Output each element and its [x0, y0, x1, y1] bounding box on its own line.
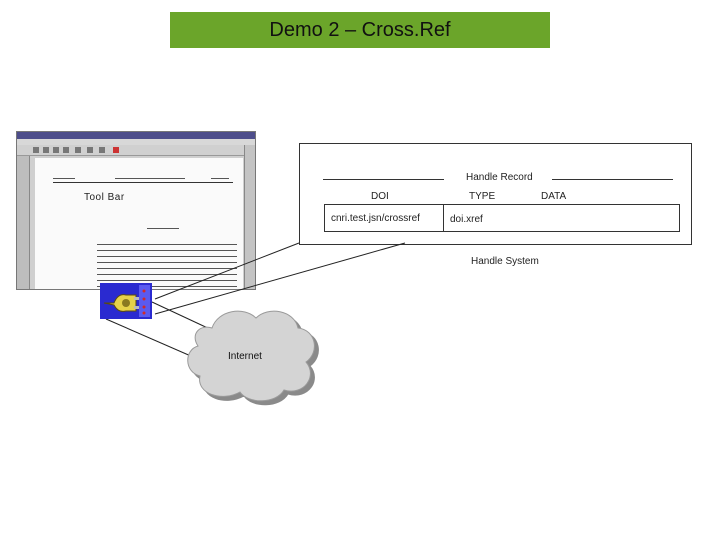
screenshot-document-page	[35, 158, 243, 289]
browser-screenshot	[16, 131, 256, 290]
record-type-value: doi.xref	[450, 214, 483, 225]
screenshot-toolbar	[17, 145, 255, 156]
screenshot-menubar	[17, 139, 255, 145]
slide-title: Demo 2 – Cross.Ref	[170, 12, 550, 48]
column-header-doi: DOI	[371, 191, 389, 202]
handle-record-row: cnri.test.jsn/crossref doi.xref	[324, 204, 680, 232]
screenshot-sidebar	[17, 156, 30, 289]
screenshot-scrollbar	[244, 145, 255, 289]
internet-label: Internet	[228, 351, 262, 362]
record-divider	[443, 205, 444, 231]
record-doi-value: cnri.test.jsn/crossref	[331, 213, 420, 224]
plug-icon	[100, 283, 152, 319]
column-header-data: DATA	[541, 191, 567, 202]
handle-system-label: Handle System	[471, 256, 539, 267]
screenshot-window-titlebar	[17, 132, 255, 139]
toolbar-label: Tool Bar	[82, 192, 127, 203]
handle-record-title: Handle Record	[466, 172, 533, 183]
column-header-type: TYPE	[469, 191, 496, 202]
internet-cloud	[187, 310, 315, 402]
